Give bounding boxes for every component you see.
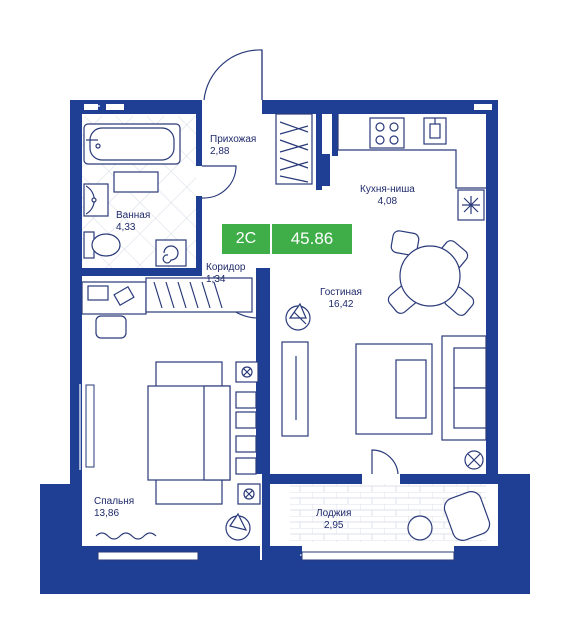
apartment-badge: 2C 45.86: [222, 224, 352, 254]
room-label-bedroom: Спальня 13,86: [94, 496, 135, 519]
rug-living: [355, 343, 433, 435]
window-top-left2: [106, 104, 124, 110]
room-label-loggia: Лоджия 2,95: [316, 508, 352, 531]
washing-cabinet: [113, 171, 159, 193]
window-top-right: [474, 104, 492, 110]
dining-table: [387, 230, 475, 316]
plant-living: [285, 302, 311, 331]
window-bedroom-left: [85, 384, 95, 468]
tv-unit: [281, 341, 309, 437]
room-label-corridor: Коридор 1,34: [206, 262, 246, 285]
room-label-living: Гостиная 16,42: [320, 287, 362, 310]
room-label-hallway: Прихожая 2,88: [210, 134, 257, 157]
loggia-door-gap: [362, 474, 400, 484]
bed: [147, 361, 257, 505]
hallway-wardrobe: [275, 113, 313, 185]
nightstand-top: [235, 361, 259, 383]
room-label-bathroom: Ванная 4,33: [116, 210, 151, 233]
sink: [83, 183, 109, 217]
washing-machine: [155, 239, 187, 267]
apartment-area-badge: 45.86: [272, 224, 352, 254]
plant-living-corner: [464, 450, 484, 470]
window-loggia-bottom: [301, 551, 455, 561]
window-loggia-right: [488, 486, 494, 544]
sofa: [441, 335, 487, 441]
plant-bedroom: [225, 512, 251, 541]
window-top-left: [84, 104, 98, 110]
loggia-chair: [407, 491, 491, 541]
window-bedroom-bottom: [97, 551, 199, 561]
apartment-type-badge: 2C: [222, 224, 270, 254]
toilet: [83, 231, 121, 259]
desk: [81, 281, 147, 339]
bedroom-wardrobe: [145, 277, 253, 313]
nightstand-bottom: [237, 483, 261, 505]
kitchen-counter: [337, 114, 486, 221]
bathtub: [83, 123, 181, 165]
curtain: [95, 532, 157, 540]
room-label-kitchen: Кухня-ниша 4,08: [360, 184, 415, 207]
